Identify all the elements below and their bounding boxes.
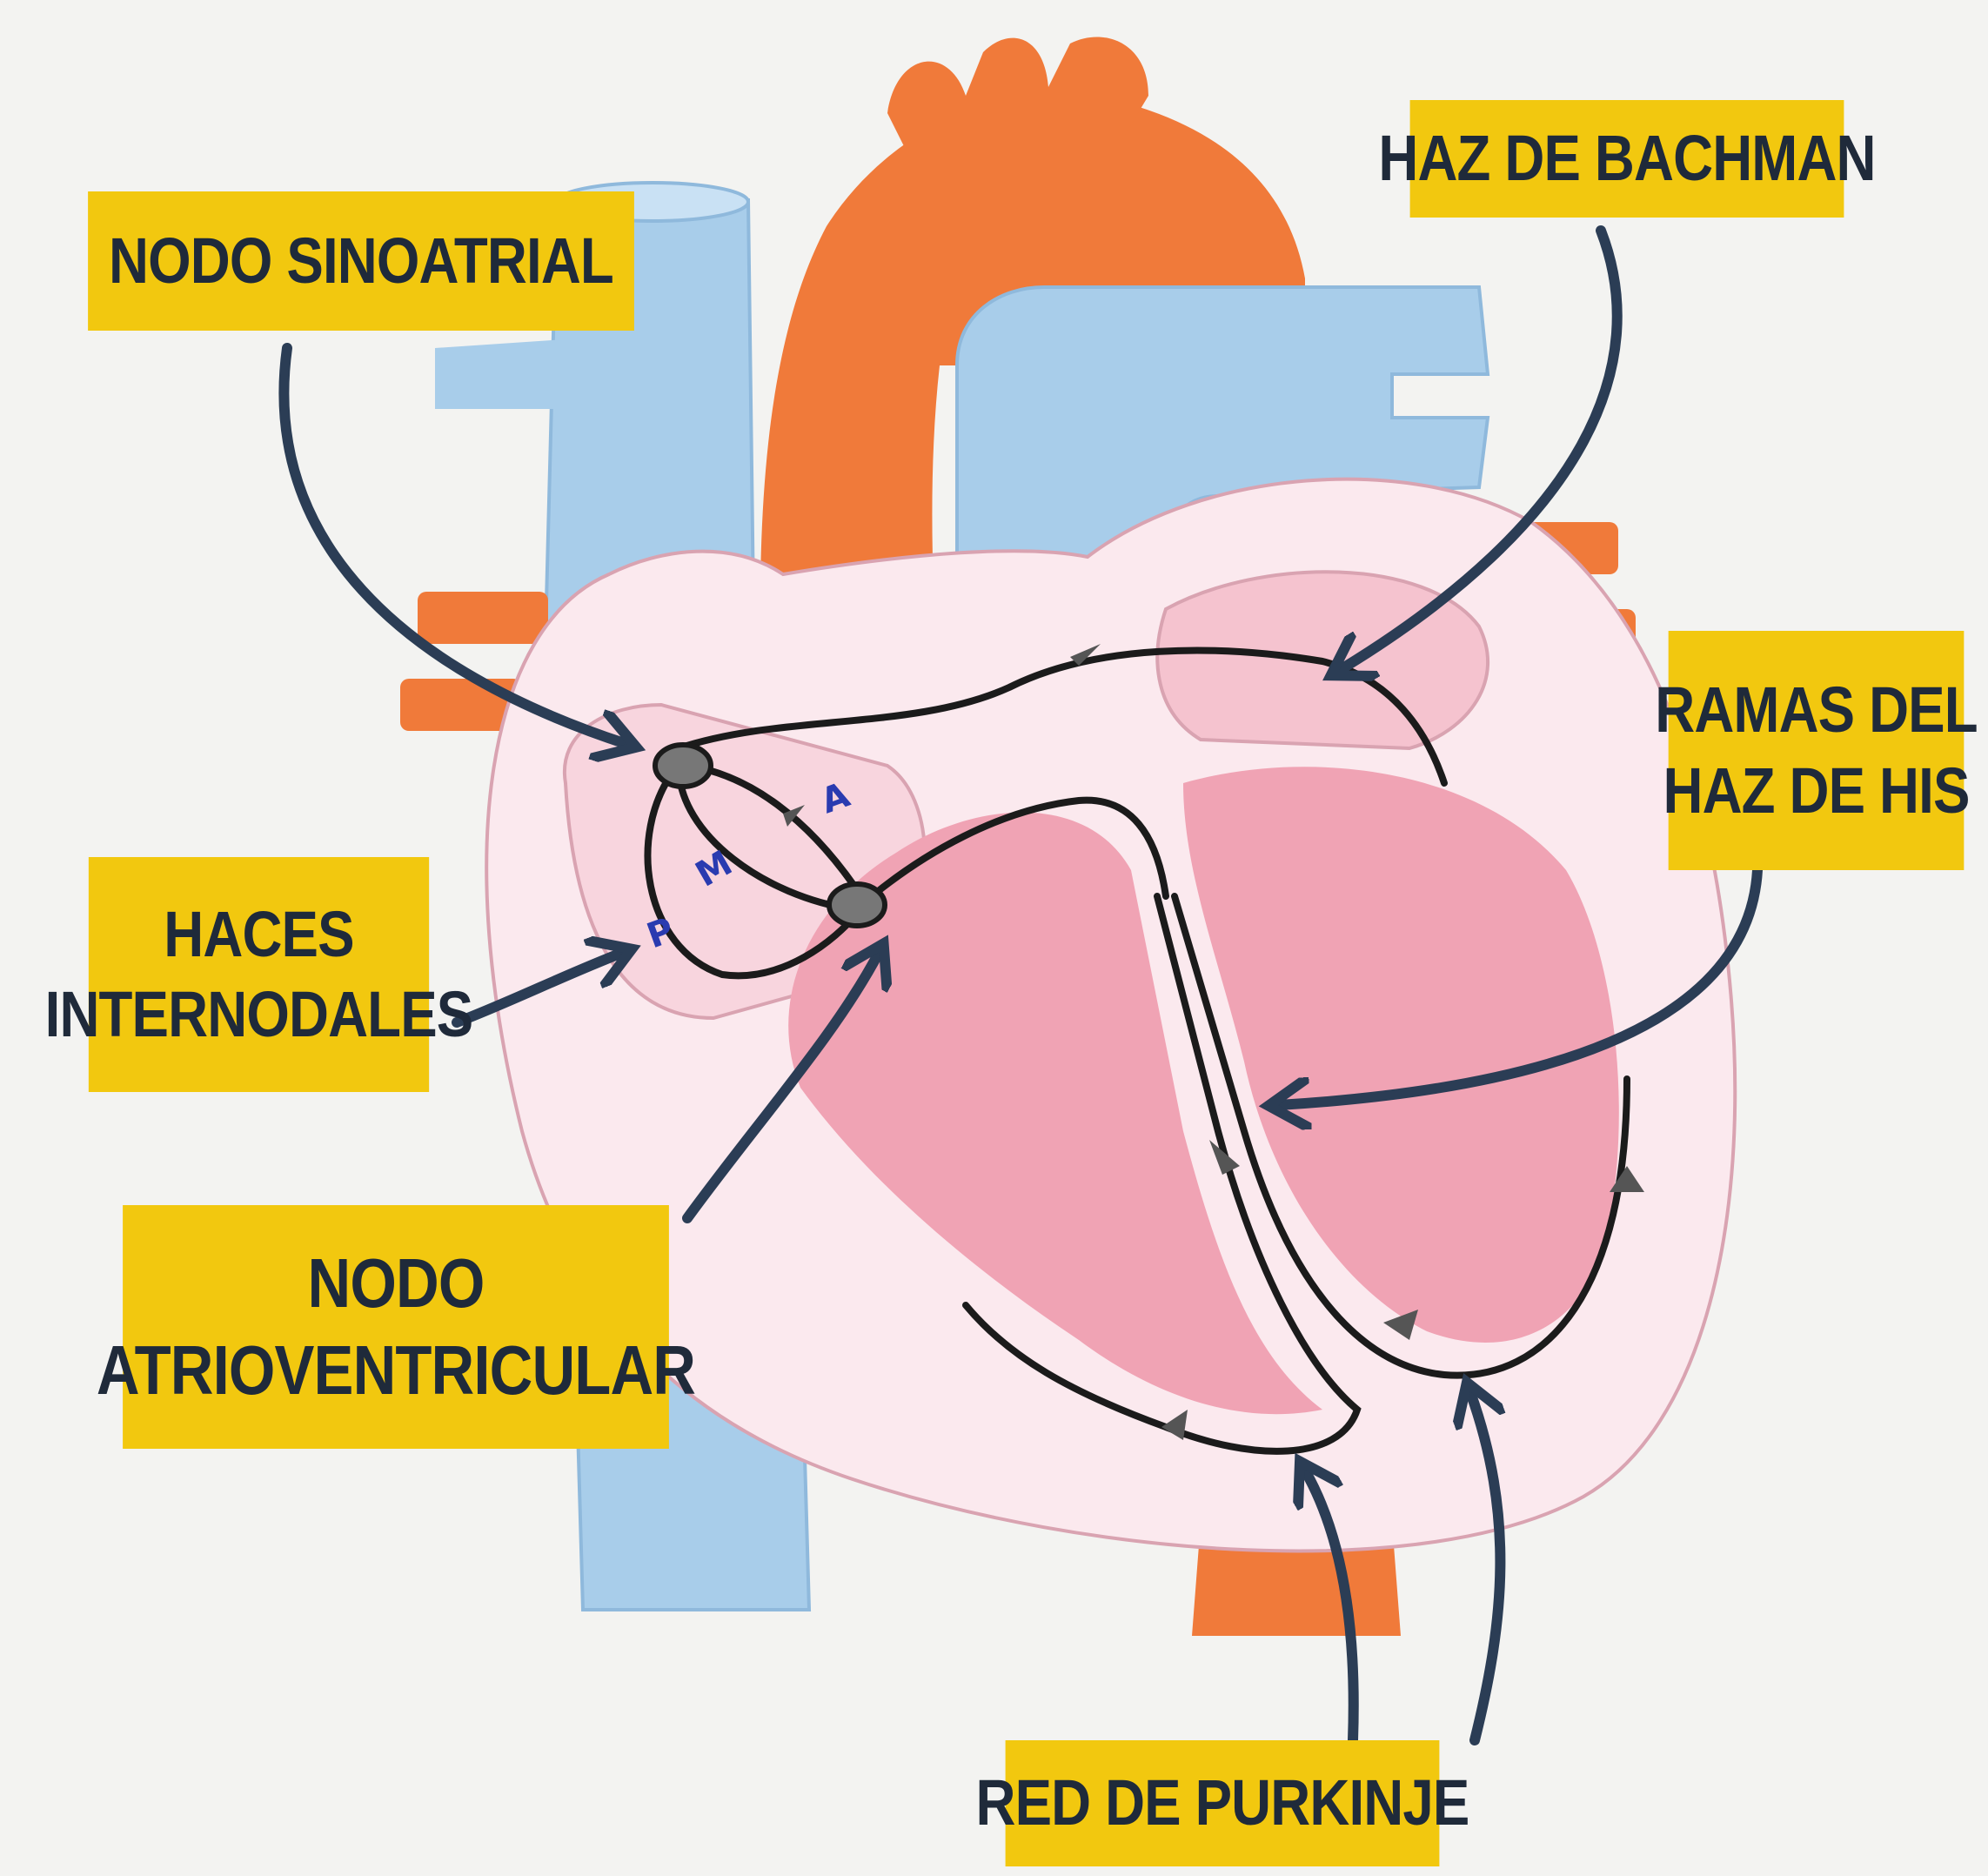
label-sinoatrial-node: NODO SINOATRIAL bbox=[88, 191, 634, 331]
label-atrioventricular-node: NODO ATRIOVENTRICULAR bbox=[123, 1205, 669, 1449]
label-purkinje-network: RED DE PURKINJE bbox=[1006, 1740, 1440, 1866]
aortic-arch-branches bbox=[887, 37, 1148, 149]
label-his-branches-line2: HAZ DE HIS bbox=[1663, 751, 1969, 832]
label-bachman-bundle: HAZ DE BACHMAN bbox=[1410, 100, 1844, 218]
label-his-branches-line1: RAMAS DEL bbox=[1655, 670, 1978, 751]
sinoatrial-node bbox=[655, 745, 711, 787]
label-his-branches: RAMAS DEL HAZ DE HIS bbox=[1669, 631, 1965, 870]
label-sinoatrial-node-text: NODO SINOATRIAL bbox=[109, 221, 613, 302]
label-internodal-line2: INTERNODALES bbox=[45, 975, 473, 1055]
label-bachman-bundle-text: HAZ DE BACHMAN bbox=[1378, 118, 1875, 199]
pulmonary-vein-left-upper bbox=[418, 592, 548, 644]
label-purkinje-text: RED DE PURKINJE bbox=[975, 1763, 1469, 1844]
label-av-line2: ATRIOVENTRICULAR bbox=[97, 1327, 695, 1414]
label-internodal-bundles: HACES INTERNODALES bbox=[89, 857, 429, 1092]
svc-branch bbox=[435, 339, 566, 409]
label-av-line1: NODO bbox=[308, 1240, 485, 1327]
label-internodal-line1: HACES bbox=[164, 894, 353, 975]
atrioventricular-node bbox=[829, 884, 885, 926]
